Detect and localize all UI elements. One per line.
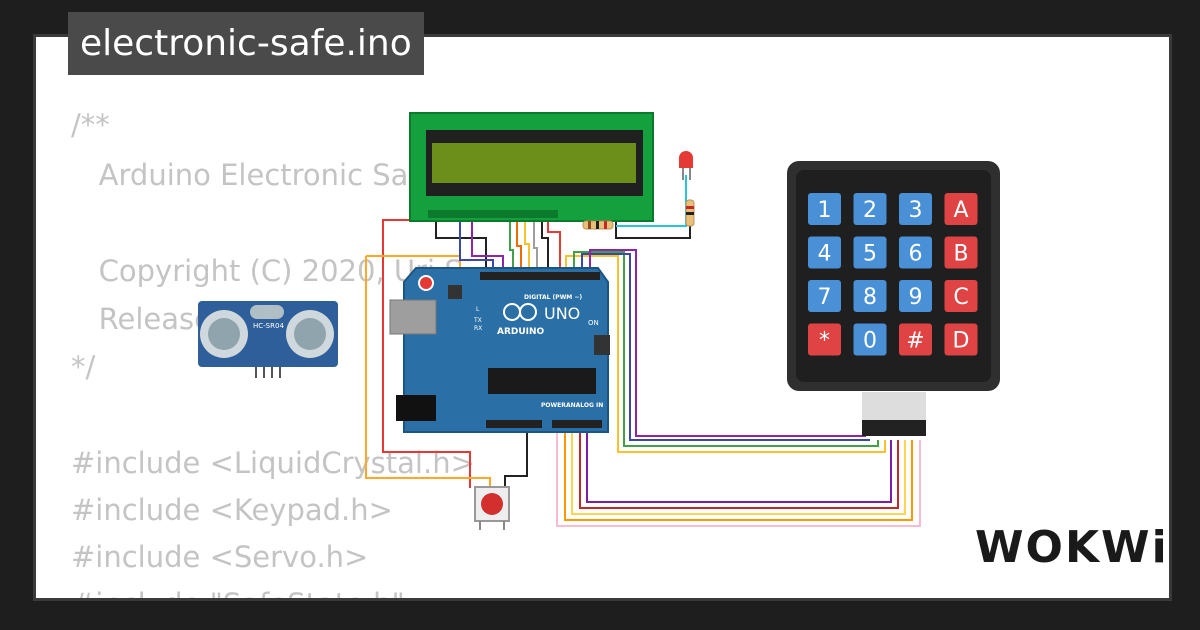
analog-label: ANALOG IN bbox=[566, 402, 603, 409]
keypad-key-label: 5 bbox=[863, 242, 877, 267]
keypad-key[interactable] bbox=[808, 323, 841, 356]
code-line: Release bbox=[71, 302, 212, 336]
wire-orange bbox=[516, 218, 522, 272]
keypad: 1 2 3 A 4 5 6 B 7 8 9 C * 0 # D bbox=[787, 161, 1000, 436]
keypad-key-label: D bbox=[953, 329, 970, 354]
keypad-key[interactable] bbox=[853, 323, 887, 356]
wire-blue bbox=[581, 253, 870, 441]
code-line: #include <Keypad.h> bbox=[71, 493, 393, 527]
rx-label: RX bbox=[474, 325, 482, 332]
arduino-brand: ARDUINO bbox=[497, 327, 545, 337]
code-line: #include "SafeState.h" bbox=[71, 588, 405, 598]
keypad-key-label: A bbox=[953, 198, 968, 223]
wire-yellow bbox=[524, 218, 530, 272]
page-title: electronic-safe.ino bbox=[68, 12, 424, 75]
wire-yellow bbox=[571, 426, 906, 515]
arduino-model: UNO bbox=[544, 304, 580, 323]
wire-gray bbox=[533, 218, 538, 272]
keypad-key[interactable] bbox=[899, 193, 932, 225]
wires bbox=[255, 175, 921, 527]
digital-label: DIGITAL (PWM ~) bbox=[524, 294, 582, 301]
keypad-key[interactable] bbox=[808, 236, 841, 269]
wire-yellow bbox=[565, 255, 886, 453]
keypad-key[interactable] bbox=[944, 193, 978, 225]
keypad-key-label: 6 bbox=[909, 242, 923, 267]
keypad-key-label: 8 bbox=[863, 285, 877, 310]
wire-green bbox=[573, 251, 879, 447]
resistor-led bbox=[685, 199, 695, 227]
sensor-label: HC-SR04 bbox=[253, 322, 284, 330]
keypad-key[interactable] bbox=[944, 280, 978, 312]
keypad-key-label: C bbox=[953, 285, 968, 310]
keypad-key-label: 1 bbox=[818, 198, 832, 223]
wire-blue bbox=[459, 218, 494, 272]
keypad-key-label: 3 bbox=[909, 198, 923, 223]
resistor bbox=[582, 220, 614, 230]
wire-purple bbox=[589, 249, 866, 437]
wire-red bbox=[579, 426, 899, 509]
keypad-key[interactable] bbox=[853, 236, 887, 269]
keypad-key-label: 9 bbox=[909, 285, 923, 310]
code-line: /** bbox=[71, 108, 110, 142]
tx-label: TX bbox=[473, 317, 482, 324]
keypad-key-label: 2 bbox=[863, 198, 877, 223]
wire-purple bbox=[586, 426, 892, 503]
wire-cyan bbox=[616, 175, 687, 227]
ultrasonic-sensor: HC-SR04 bbox=[198, 301, 338, 367]
led-red bbox=[679, 151, 693, 180]
wire-red bbox=[547, 218, 561, 272]
keypad-key-label: 4 bbox=[818, 242, 832, 267]
power-label: POWER bbox=[541, 402, 566, 409]
wire-purple bbox=[471, 218, 504, 272]
keypad-key[interactable] bbox=[853, 280, 887, 312]
code-line: #include <Servo.h> bbox=[71, 540, 369, 574]
wire-black bbox=[541, 218, 549, 272]
wire-pink bbox=[556, 426, 921, 527]
keypad-key-label: # bbox=[906, 329, 924, 354]
pushbutton bbox=[474, 486, 510, 530]
code-line: */ bbox=[71, 350, 96, 384]
wire-green bbox=[509, 218, 514, 272]
wire-black bbox=[504, 426, 528, 488]
sensor-pins bbox=[255, 365, 281, 378]
code-line: Copyright (C) 2020, Uri S bbox=[71, 254, 463, 288]
keypad-key[interactable] bbox=[808, 280, 841, 312]
on-label: ON bbox=[588, 319, 599, 327]
keypad-key[interactable] bbox=[853, 193, 887, 225]
wire-orange bbox=[564, 426, 913, 521]
keypad-key[interactable] bbox=[899, 323, 932, 356]
keypad-key-label: 0 bbox=[863, 329, 877, 354]
keypad-key[interactable] bbox=[944, 236, 978, 269]
keypad-key-label: B bbox=[953, 242, 968, 267]
keypad-key-label: * bbox=[819, 329, 830, 354]
arduino-uno-board: ARDUINO UNO DIGITAL (PWM ~) POWER ANALOG… bbox=[389, 267, 610, 433]
keypad-key[interactable] bbox=[944, 323, 978, 356]
keypad-key[interactable] bbox=[899, 236, 932, 269]
keypad-key[interactable] bbox=[899, 280, 932, 312]
lcd-display bbox=[409, 112, 654, 222]
keypad-key-label: 7 bbox=[818, 285, 832, 310]
wokwi-logo: WOKWi bbox=[975, 522, 1169, 573]
keypad-key[interactable] bbox=[808, 193, 841, 225]
l-label: L bbox=[476, 306, 480, 313]
code-line: Arduino Electronic Sa bbox=[71, 158, 409, 192]
